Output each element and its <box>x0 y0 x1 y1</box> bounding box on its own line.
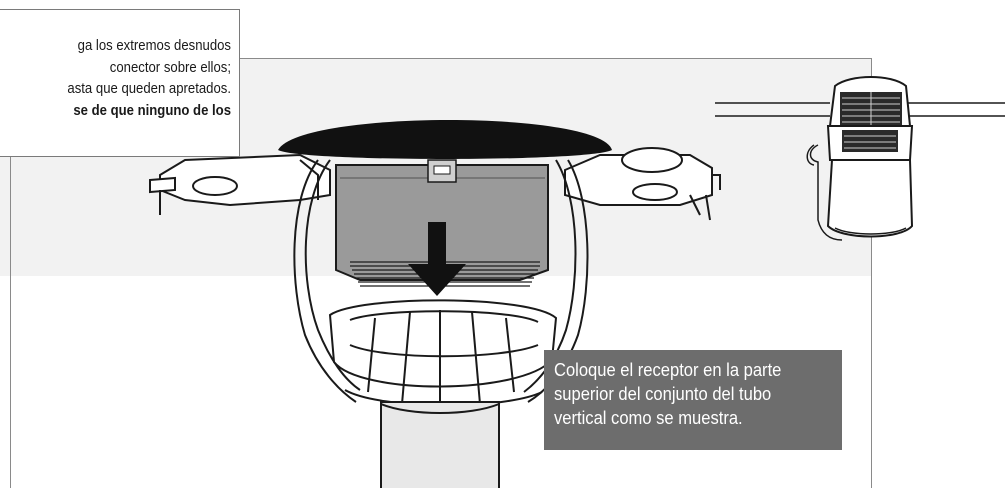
arrow-down-icon <box>408 222 466 296</box>
callout-line: conector sobre ellos; <box>109 59 231 76</box>
callout-line: asta que queden apretados. <box>67 81 231 97</box>
callout-line: Coloque el receptor en la parte <box>554 360 782 380</box>
right-mounting-bracket <box>564 147 721 221</box>
left-mounting-bracket <box>149 153 331 215</box>
callout-line: vertical como se muestra. <box>554 408 743 428</box>
downrod-ball-collar <box>328 299 558 408</box>
panel-frame <box>10 58 872 488</box>
callout-line: ga los extremos desnudos <box>77 38 231 54</box>
callout-line-bold: se de que ninguno de los <box>73 102 231 119</box>
ceiling-canopy <box>278 120 612 159</box>
downrod-pipe <box>380 401 500 488</box>
callout-line: superior del conjunto del tubo <box>554 384 772 404</box>
wire-connection-callout: ga los extremos desnudos conector sobre … <box>0 9 240 157</box>
receiver-icon <box>715 76 1005 241</box>
receiver-placement-callout: Coloque el receptor en la parte superior… <box>544 350 842 450</box>
